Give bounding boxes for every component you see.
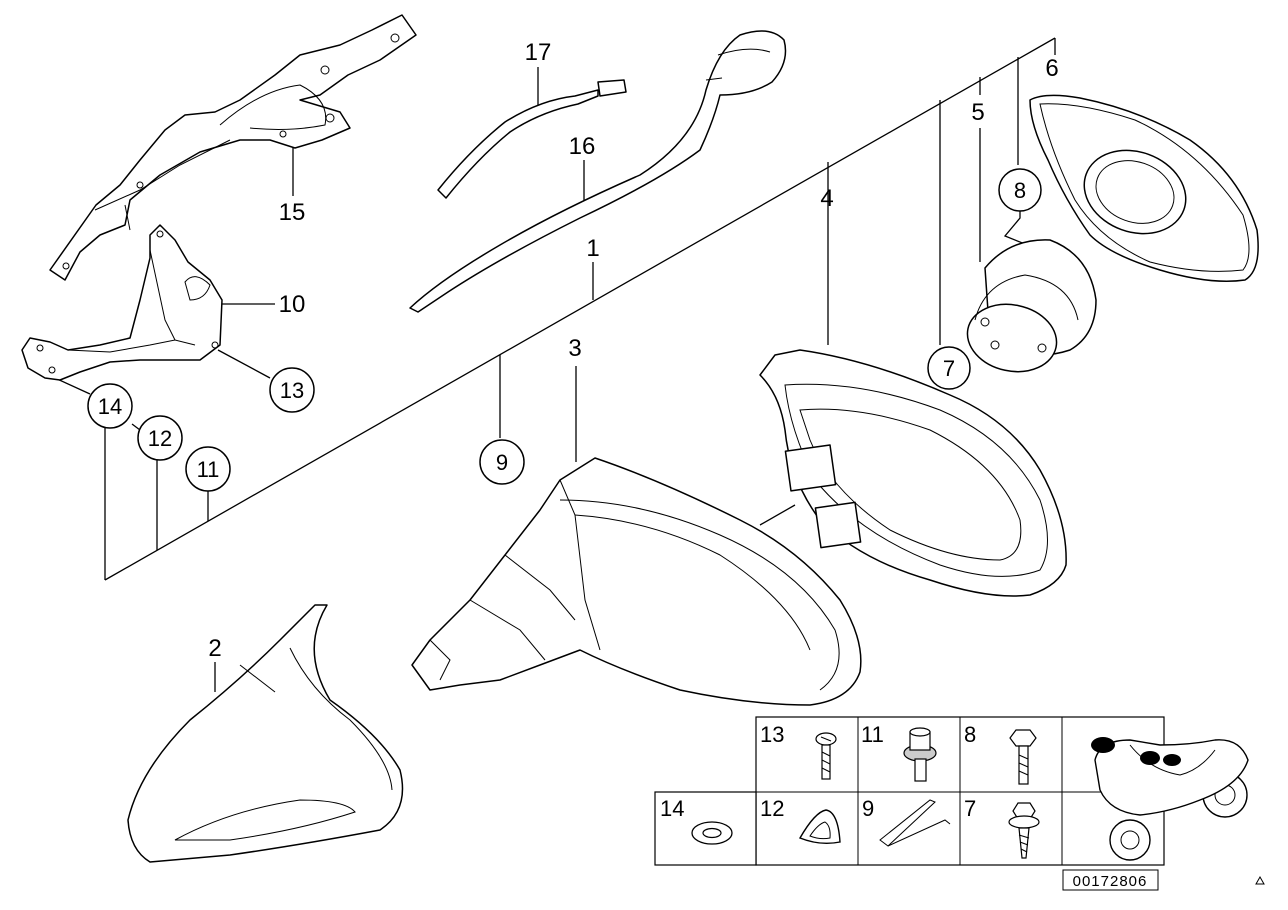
label-4: 4 xyxy=(820,185,833,212)
label-10: 10 xyxy=(279,291,306,318)
label-2: 2 xyxy=(208,635,221,662)
circle-label-7: 7 xyxy=(943,356,955,381)
part-2-cover xyxy=(127,604,404,863)
reference-code: 00172806 xyxy=(1073,873,1148,890)
circle-label-14: 14 xyxy=(98,394,122,419)
label-5: 5 xyxy=(971,99,984,126)
table-label-13: 13 xyxy=(760,722,784,747)
circle-label-11: 11 xyxy=(197,457,220,482)
circle-label-12: 12 xyxy=(148,426,172,451)
screw-7-icon xyxy=(1008,802,1040,859)
part-15-bracket xyxy=(49,14,417,281)
label-6: 6 xyxy=(1045,55,1058,82)
assembly-lines xyxy=(54,37,1056,692)
part-10-bracket xyxy=(21,224,223,381)
circled-labels: 8 7 9 13 14 12 11 xyxy=(87,168,1042,492)
part-6-mirror-glass xyxy=(1029,94,1259,282)
part-labels: 17 16 15 10 1 3 4 5 6 2 xyxy=(208,39,1058,662)
part-3-mirror-assembly xyxy=(411,457,862,706)
label-1: 1 xyxy=(586,235,599,262)
label-17: 17 xyxy=(525,39,552,66)
table-label-12: 12 xyxy=(760,796,784,821)
reference-number: 00172806 xyxy=(1062,869,1159,891)
label-15: 15 xyxy=(279,199,306,226)
wire-clip-9-icon xyxy=(879,799,951,847)
circle-label-8: 8 xyxy=(1014,178,1026,203)
circle-label-13: 13 xyxy=(280,378,304,403)
motorcycle-icon xyxy=(1091,737,1249,861)
screw-13-icon xyxy=(815,732,837,780)
label-16: 16 xyxy=(569,133,596,160)
part-17-cable-tie xyxy=(437,79,627,199)
table-label-7: 7 xyxy=(964,796,976,821)
table-label-9: 9 xyxy=(862,796,874,821)
circle-label-9: 9 xyxy=(496,450,508,475)
washer-14-icon xyxy=(691,821,733,845)
part-5-motor xyxy=(966,239,1097,373)
label-3: 3 xyxy=(568,335,581,362)
table-label-8: 8 xyxy=(964,722,976,747)
bolt-8-icon xyxy=(1009,729,1037,785)
small-parts-table: 13 11 8 14 12 9 7 xyxy=(654,716,1249,866)
table-label-14: 14 xyxy=(660,796,684,821)
table-label-11: 11 xyxy=(861,722,884,747)
part-4-housing xyxy=(759,349,1067,597)
part-16-strap xyxy=(409,30,787,313)
warning-triangle-icon xyxy=(1255,875,1265,885)
bolt-11-icon xyxy=(903,727,937,782)
clip-12-icon xyxy=(798,809,841,845)
